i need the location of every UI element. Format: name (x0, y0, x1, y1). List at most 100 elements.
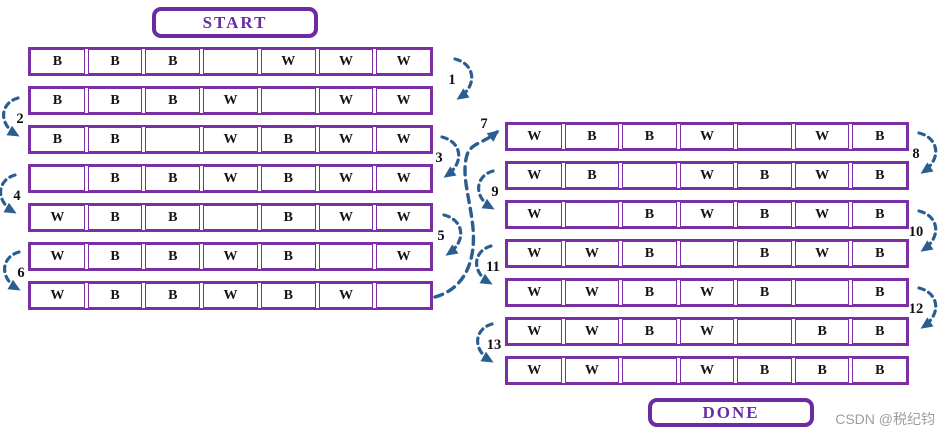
cell-w: W (376, 244, 432, 269)
cell-b: B (30, 127, 85, 152)
cell-b: B (622, 241, 677, 266)
cell-b: B (260, 127, 316, 152)
cell-b: B (145, 49, 201, 74)
cell-letter: B (759, 167, 770, 183)
cell-letter: W (396, 248, 411, 264)
cell-w: W (507, 280, 562, 305)
cell-b: B (87, 166, 143, 191)
cell-letter: W (396, 53, 411, 69)
cell-b: B (87, 127, 143, 152)
move-arrow (440, 135, 461, 178)
cell-empty (145, 127, 201, 152)
cell-b: B (737, 280, 792, 305)
cell-w: W (318, 166, 374, 191)
cell-empty (737, 319, 792, 344)
cell-letter: B (875, 167, 885, 183)
cell-empty (737, 124, 792, 149)
cell-letter: B (817, 323, 827, 339)
move-arrow (477, 169, 495, 210)
start-label: START (202, 12, 268, 32)
cell-empty (679, 241, 735, 266)
cell-b: B (852, 358, 908, 383)
cell-letter: W (50, 209, 65, 225)
move-number: 3 (435, 150, 442, 166)
cell-w: W (30, 283, 85, 308)
cell-b: B (30, 49, 85, 74)
cell-letter: W (223, 131, 238, 147)
cell-w: W (507, 202, 562, 227)
cell-w: W (794, 241, 850, 266)
cell-letter: W (338, 287, 353, 303)
cell-b: B (30, 88, 85, 113)
cell-letter: B (875, 245, 885, 261)
move-number: 1 (448, 72, 455, 88)
cell-letter: W (223, 287, 238, 303)
cell-letter: B (587, 167, 597, 183)
cell-b: B (145, 166, 201, 191)
cell-b: B (564, 124, 620, 149)
move-number: 4 (13, 188, 20, 204)
cell-w: W (376, 205, 432, 230)
cell-letter: B (168, 92, 178, 108)
cell-letter: B (283, 170, 293, 186)
cell-letter: W (281, 53, 296, 69)
cell-w: W (203, 244, 258, 269)
move-number: 8 (912, 146, 919, 162)
cell-empty (622, 163, 677, 188)
cell-letter: W (700, 323, 715, 339)
move-arrow (475, 244, 493, 285)
cell-letter: B (168, 170, 178, 186)
cell-w: W (203, 127, 258, 152)
cell-letter: W (396, 170, 411, 186)
move-arrow (917, 131, 938, 174)
cell-letter: B (110, 209, 120, 225)
cell-letter: B (644, 245, 655, 261)
cell-letter: W (527, 362, 542, 378)
cell-w: W (794, 202, 850, 227)
transfer-arrow (433, 130, 500, 299)
cell-b: B (622, 280, 677, 305)
cell-w: W (30, 244, 85, 269)
cell-w: W (564, 280, 620, 305)
cell-letter: W (815, 245, 830, 261)
cell-b: B (145, 283, 201, 308)
cell-w: W (318, 205, 374, 230)
cell-letter: W (338, 131, 353, 147)
move-number: 12 (909, 301, 924, 317)
cell-letter: W (338, 92, 353, 108)
move-arrow (917, 209, 938, 252)
cell-b: B (87, 49, 143, 74)
cell-b: B (260, 283, 316, 308)
cell-w: W (564, 319, 620, 344)
cell-letter: W (527, 245, 542, 261)
cell-b: B (260, 205, 316, 230)
cell-letter: W (338, 53, 353, 69)
cell-b: B (622, 202, 677, 227)
cell-empty (622, 358, 677, 383)
cell-b: B (87, 244, 143, 269)
cell-w: W (376, 49, 432, 74)
cell-empty (203, 49, 258, 74)
cell-letter: B (168, 53, 178, 69)
cell-letter: W (527, 128, 542, 144)
cell-letter: W (338, 209, 353, 225)
cell-letter: W (584, 362, 599, 378)
cell-letter: B (875, 284, 885, 300)
done-label: DONE (702, 402, 760, 422)
cell-letter: B (875, 128, 885, 144)
cell-letter: B (283, 131, 293, 147)
cell-w: W (564, 358, 620, 383)
cell-letter: B (759, 245, 770, 261)
cell-b: B (852, 319, 908, 344)
cell-letter: W (700, 128, 715, 144)
cell-letter: W (50, 248, 65, 264)
cell-w: W (679, 319, 735, 344)
cell-letter: B (644, 323, 655, 339)
